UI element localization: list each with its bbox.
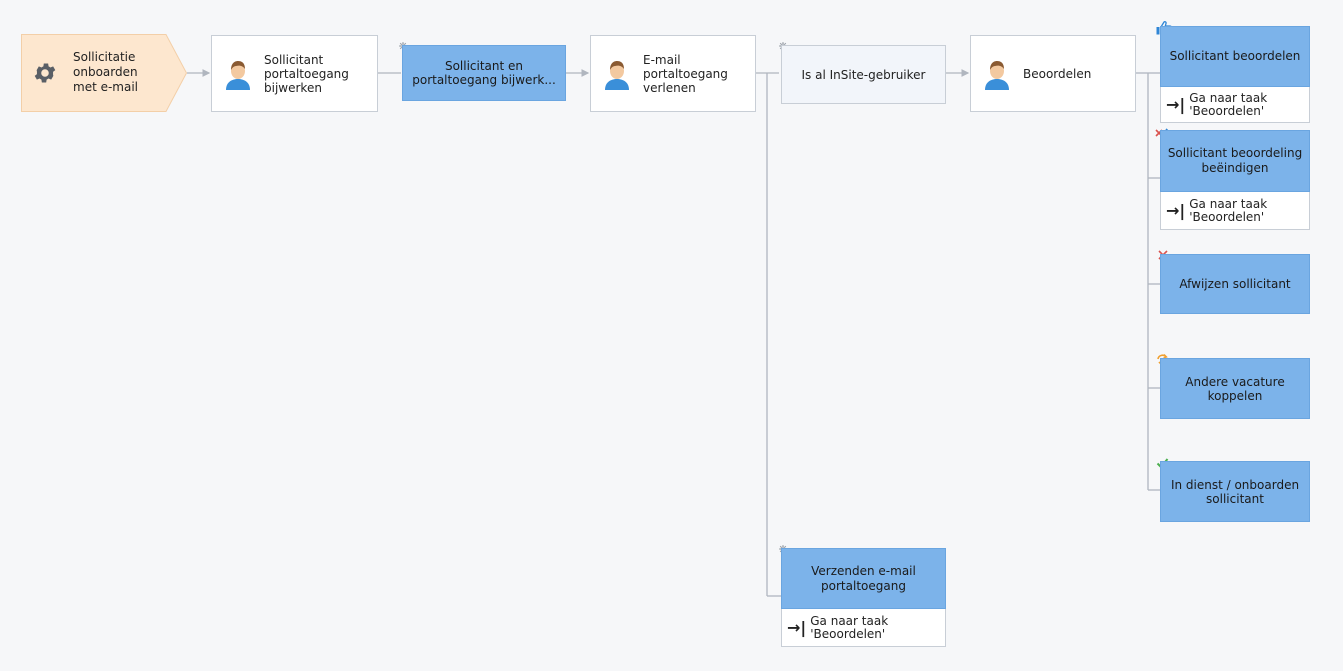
task-label-line: Sollicitant bbox=[264, 52, 324, 67]
user-avatar-icon bbox=[605, 60, 629, 90]
outcome-label-line: beëindigen bbox=[1201, 161, 1269, 175]
outcome-label: Afwijzen sollicitant bbox=[1179, 277, 1291, 291]
outcome-in-dienst-onboarden-sollicitant[interactable]: In dienst / onboarden sollicitant bbox=[1160, 461, 1310, 522]
goto-task-link[interactable]: →| Ga naar taak 'Beoordelen' bbox=[1160, 87, 1310, 123]
user-avatar-icon bbox=[226, 60, 250, 90]
task-label: Sollicitant portaltoegang bijwerken bbox=[252, 53, 349, 95]
task-label-line: portaltoegang bijwerk... bbox=[412, 73, 556, 87]
outcome-afwijzen-sollicitant[interactable]: Afwijzen sollicitant bbox=[1160, 254, 1310, 314]
task-label-line: portaltoegang bbox=[264, 66, 349, 81]
start-event-shape bbox=[21, 34, 187, 112]
task-verzenden-email-portaltoegang[interactable]: Verzenden e-mail portaltoegang →| Ga naa… bbox=[781, 548, 946, 647]
goto-arrow-icon: →| bbox=[787, 617, 807, 637]
outcome-andere-vacature-koppelen[interactable]: Andere vacature koppelen bbox=[1160, 358, 1310, 419]
goto-label-line: 'Beoordelen' bbox=[810, 626, 886, 641]
outcome-label-line: Sollicitant beoordeling bbox=[1167, 146, 1303, 160]
task-label: Sollicitant en portaltoegang bijwerk... bbox=[412, 59, 556, 87]
task-label-line: bijwerken bbox=[264, 80, 322, 95]
start-event-label: Sollicitatie onboarden met e-mail bbox=[73, 50, 138, 95]
start-event-node[interactable]: Sollicitatie onboarden met e-mail bbox=[21, 34, 187, 112]
goto-label-line: 'Beoordelen' bbox=[1189, 103, 1265, 118]
task-sollicitant-portaltoegang-bijwerken[interactable]: Sollicitant portaltoegang bijwerken bbox=[211, 35, 378, 112]
goto-task-link[interactable]: →| Ga naar taak 'Beoordelen' bbox=[1160, 192, 1310, 230]
outcome-label-line: sollicitant bbox=[1206, 491, 1264, 506]
goto-task-link[interactable]: →| Ga naar taak 'Beoordelen' bbox=[781, 609, 946, 647]
task-sollicitant-en-portaltoegang-bijwerken[interactable]: Sollicitant en portaltoegang bijwerk... bbox=[402, 45, 566, 101]
outcome-header[interactable]: Sollicitant beoordeling beëindigen bbox=[1160, 130, 1310, 192]
outcome-label: Sollicitant beoordeling beëindigen bbox=[1168, 146, 1302, 176]
task-header[interactable]: Verzenden e-mail portaltoegang bbox=[781, 548, 946, 609]
user-avatar-icon bbox=[985, 60, 1009, 90]
task-label: E-mail portaltoegang verlenen bbox=[631, 53, 728, 95]
goto-label-line: 'Beoordelen' bbox=[1189, 209, 1265, 224]
outcome-header[interactable]: Sollicitant beoordelen bbox=[1160, 26, 1310, 87]
task-beoordelen[interactable]: Beoordelen bbox=[970, 35, 1136, 112]
goto-arrow-icon: →| bbox=[1166, 94, 1186, 114]
goto-label: Ga naar taak 'Beoordelen' bbox=[1189, 90, 1268, 118]
task-label: Verzenden e-mail portaltoegang bbox=[811, 564, 916, 594]
task-email-portaltoegang-verlenen[interactable]: E-mail portaltoegang verlenen bbox=[590, 35, 756, 112]
task-label-line: Verzenden e-mail bbox=[811, 563, 916, 578]
condition-is-al-insite-gebruiker[interactable]: Is al InSite-gebruiker bbox=[781, 45, 946, 104]
task-label-line: portaltoegang bbox=[821, 578, 906, 593]
goto-label-line: Ga naar taak bbox=[1189, 196, 1268, 211]
task-label: Beoordelen bbox=[1023, 66, 1092, 81]
start-label-line: onboarden bbox=[73, 65, 138, 79]
gear-icon bbox=[34, 63, 56, 83]
outcome-label-line: koppelen bbox=[1207, 388, 1263, 403]
goto-label-line: Ga naar taak bbox=[810, 613, 889, 628]
goto-label-line: Ga naar taak bbox=[1189, 90, 1268, 105]
task-label-line: Sollicitant en bbox=[444, 59, 524, 73]
outcome-label-line: In dienst / onboarden bbox=[1170, 477, 1300, 492]
goto-label: Ga naar taak 'Beoordelen' bbox=[810, 613, 889, 641]
task-label-line: E-mail bbox=[643, 52, 681, 67]
outcome-sollicitant-beoordeling-beeindigen[interactable]: Sollicitant beoordeling beëindigen →| Ga… bbox=[1160, 130, 1310, 230]
task-label-line: verlenen bbox=[643, 80, 696, 95]
start-label-line: Sollicitatie bbox=[73, 50, 136, 64]
goto-label: Ga naar taak 'Beoordelen' bbox=[1189, 196, 1268, 224]
start-label-line: met e-mail bbox=[73, 80, 139, 94]
goto-arrow-icon: →| bbox=[1166, 200, 1186, 220]
outcome-sollicitant-beoordelen[interactable]: Sollicitant beoordelen →| Ga naar taak '… bbox=[1160, 26, 1310, 123]
outcome-label: In dienst / onboarden sollicitant bbox=[1171, 478, 1299, 506]
condition-label: Is al InSite-gebruiker bbox=[801, 67, 926, 82]
task-label-line: portaltoegang bbox=[643, 66, 728, 81]
outcome-label-line: Andere vacature bbox=[1185, 374, 1285, 389]
outcome-label: Sollicitant beoordelen bbox=[1169, 49, 1301, 63]
outcome-label: Andere vacature koppelen bbox=[1185, 375, 1284, 403]
